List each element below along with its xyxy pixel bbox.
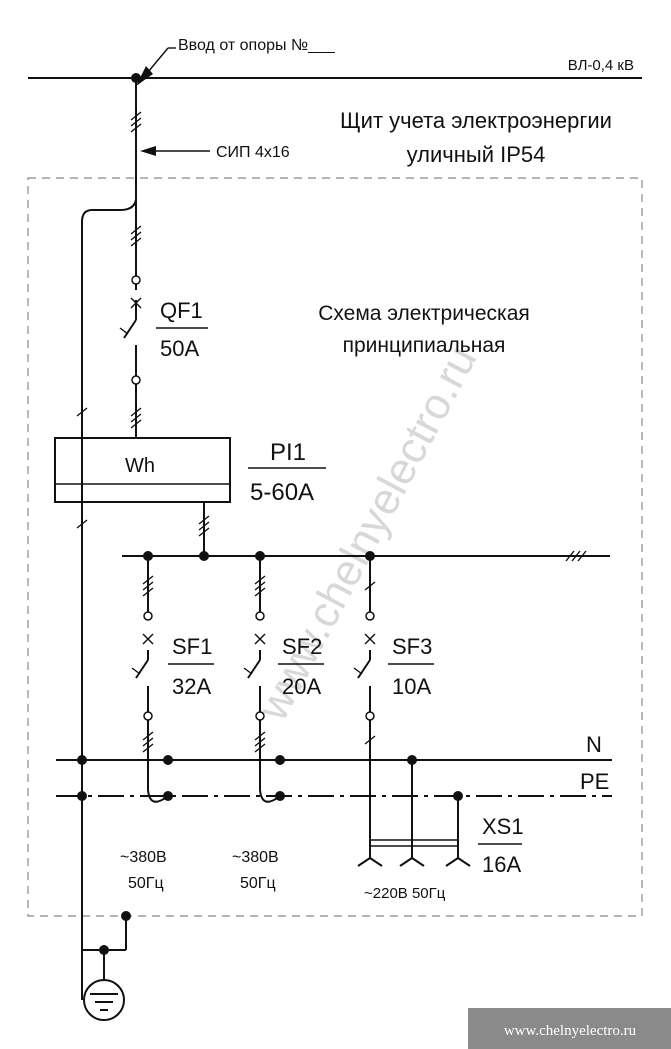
tick-marks-feed-1 — [130, 111, 142, 133]
out2-freq: 50Гц — [240, 875, 276, 892]
bus-dot-meter — [199, 551, 209, 561]
n-dot-sf2 — [275, 755, 285, 765]
qf1-breaker — [119, 275, 142, 438]
line-label: ВЛ-0,4 кВ — [568, 57, 634, 74]
xs1-name: XS1 — [482, 814, 524, 839]
diagram-title-line2: принципиальная — [343, 334, 506, 357]
sf3-rating: 10А — [392, 674, 431, 699]
qf1-name: QF1 — [160, 298, 203, 323]
sf1-name: SF1 — [172, 634, 212, 659]
grounding-assembly — [82, 911, 131, 980]
xs1-rating: 16А — [482, 852, 521, 877]
tick-marks-feed-2 — [130, 225, 142, 247]
pole-arrow-head — [136, 66, 153, 86]
input-from-pole-label: Ввод от опоры №___ — [178, 37, 336, 54]
pi1-name: PI1 — [270, 439, 306, 466]
tick-marks-meter — [198, 515, 210, 537]
cabinet-outline — [27, 177, 643, 917]
out1-freq: 50Гц — [128, 875, 164, 892]
n-dot-sf1 — [163, 755, 173, 765]
footer-url: www.chelnyelectro.ru — [504, 1023, 637, 1039]
meter-symbol: Wh — [125, 455, 155, 477]
cabinet-title-line1: Щит учета электроэнергии — [340, 108, 612, 133]
sf3-breaker — [353, 556, 376, 858]
meter-pi1-box — [54, 437, 231, 503]
tick-marks-bus — [565, 550, 587, 562]
socket-contacts — [357, 856, 471, 867]
neutral-feed-wire — [81, 199, 137, 1000]
pe-bus-label: PE — [580, 769, 609, 794]
sf3-name: SF3 — [392, 634, 432, 659]
sf2-rating: 20А — [282, 674, 321, 699]
cable-label: СИП 4х16 — [216, 144, 290, 161]
pe-dot-main — [77, 791, 87, 801]
neutral-tick — [76, 407, 88, 417]
ground-icon — [83, 979, 125, 1021]
sf1-breaker — [131, 556, 169, 803]
out1-voltage: ~380В — [120, 849, 167, 866]
diagram-title-line1: Схема электрическая — [318, 302, 530, 325]
sf2-breaker — [243, 556, 281, 803]
pe-dot-sf1 — [163, 791, 173, 801]
neutral-tick-2 — [76, 519, 88, 529]
qf1-rating: 50А — [160, 336, 199, 361]
cable-arrow-head — [140, 146, 156, 156]
pe-dot-sf2 — [275, 791, 285, 801]
cabinet-title-line2: уличный IP54 — [407, 142, 546, 167]
out3-label: ~220В 50Гц — [364, 885, 446, 902]
sf1-rating: 32А — [172, 674, 211, 699]
sf2-name: SF2 — [282, 634, 322, 659]
n-bus-label: N — [586, 732, 602, 757]
watermark-text: www.chelnyelectro.ru — [248, 338, 487, 729]
n-dot-main — [77, 755, 87, 765]
out2-voltage: ~380В — [232, 849, 279, 866]
pi1-rating: 5-60А — [250, 479, 314, 506]
footer-url-box — [468, 1008, 671, 1049]
